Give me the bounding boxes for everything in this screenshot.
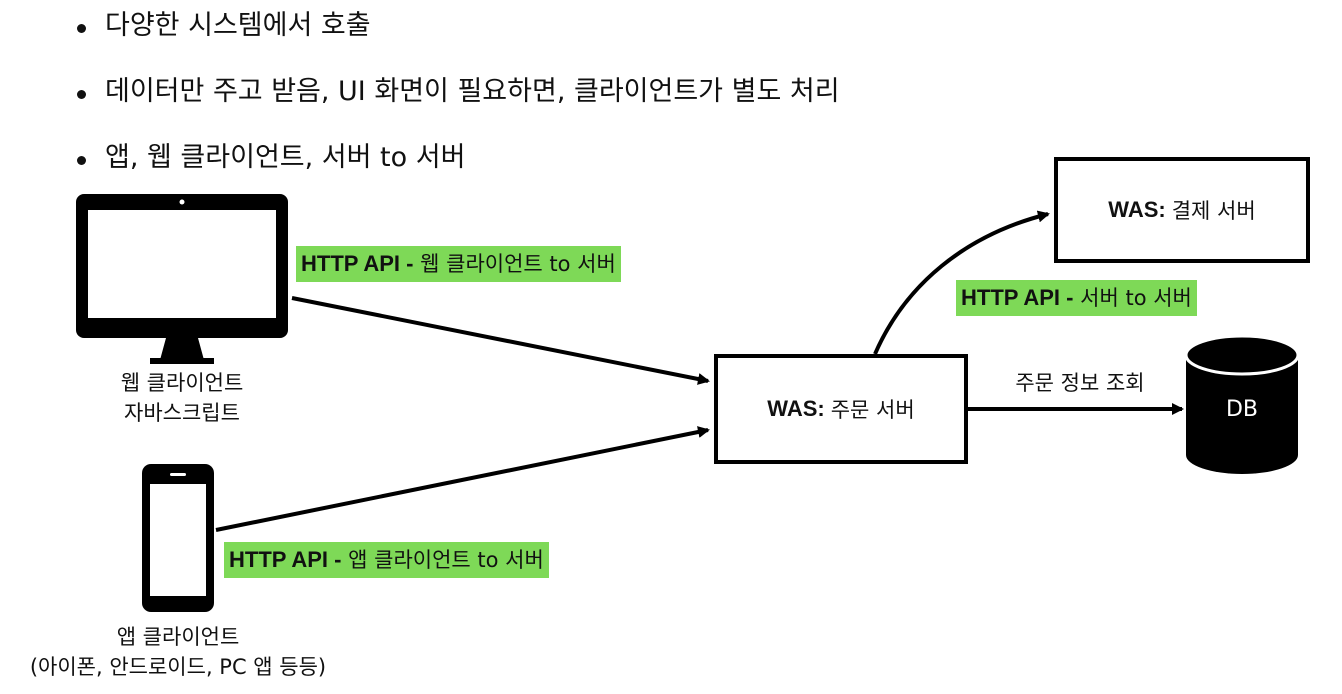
monitor-icon (76, 194, 288, 364)
db-label: DB (1225, 397, 1259, 422)
order-server-prefix: WAS: (767, 396, 825, 421)
app-to-order-arrow (215, 426, 710, 532)
app-client-examples: (아이폰, 안드로이드, PC 앱 등등) (29, 655, 327, 679)
web-client-label: 웹 클라이언트 자바스크립트 (82, 368, 282, 428)
server-api-label: HTTP API - 서버 to 서버 (956, 280, 1197, 316)
app-api-label: HTTP API - 앱 클라이언트 to 서버 (224, 542, 549, 578)
web-client-tech: 자바스크립트 (124, 401, 240, 425)
web-api-label: HTTP API - 웹 클라이언트 to 서버 (296, 246, 621, 282)
bullet-item: 앱, 웹 클라이언트, 서버 to 서버 (75, 142, 840, 208)
payment-server-name: 결제 서버 (1171, 199, 1256, 223)
order-to-payment-arrow (873, 210, 1050, 355)
payment-server-prefix: WAS: (1108, 197, 1166, 222)
order-server-box: WAS: 주문 서버 (714, 354, 968, 464)
smartphone-icon (142, 464, 214, 612)
database-cylinder-icon (1184, 334, 1300, 474)
web-api-label-text: 웹 클라이언트 to 서버 (420, 252, 616, 276)
web-client-name: 웹 클라이언트 (120, 371, 244, 395)
app-api-label-prefix: HTTP API - (229, 547, 342, 572)
app-client-label: 앱 클라이언트 (아이폰, 안드로이드, PC 앱 등등) (10, 622, 346, 682)
bullet-item: 다양한 시스템에서 호출 (75, 10, 840, 76)
order-query-label: 주문 정보 조회 (1015, 371, 1145, 395)
app-client-name: 앱 클라이언트 (116, 625, 240, 649)
payment-server-box: WAS: 결제 서버 (1054, 157, 1310, 263)
bullet-list: 다양한 시스템에서 호출 데이터만 주고 받음, UI 화면이 필요하면, 클라… (75, 10, 840, 208)
order-server-name: 주문 서버 (830, 398, 915, 422)
web-to-order-arrow (291, 296, 710, 385)
bullet-item: 데이터만 주고 받음, UI 화면이 필요하면, 클라이언트가 별도 처리 (75, 76, 840, 142)
server-api-label-prefix: HTTP API - (961, 285, 1074, 310)
app-api-label-text: 앱 클라이언트 to 서버 (348, 548, 544, 572)
server-api-label-text: 서버 to 서버 (1080, 286, 1192, 310)
web-api-label-prefix: HTTP API - (301, 251, 414, 276)
